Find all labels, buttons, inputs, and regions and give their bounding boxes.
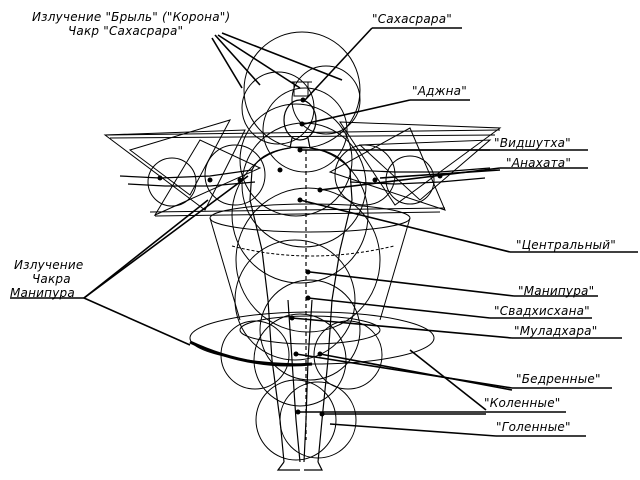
label-anahata: "Анахата" bbox=[506, 156, 572, 170]
label-sahasrara: "Сахасрара" bbox=[372, 12, 452, 26]
label-femoral: "Бедренные" bbox=[516, 372, 601, 386]
sphere-svadhisthana bbox=[234, 239, 356, 361]
label-crown-radiation-2: Чакр "Сахасрара" bbox=[68, 24, 184, 38]
sphere-sahasrara bbox=[243, 31, 361, 149]
sphere-head-right bbox=[291, 65, 361, 135]
label-crown-radiation-1: Излучение "Брыль" ("Корона") bbox=[32, 10, 231, 24]
label-vishuddha: "Видшутха" bbox=[494, 136, 571, 150]
sphere-manipura bbox=[235, 187, 381, 333]
sphere-left-hand bbox=[147, 157, 197, 207]
point-left-shoulder bbox=[207, 177, 213, 183]
sphere-anahata bbox=[241, 122, 367, 248]
label-manipura-radiation-1: Излучение bbox=[14, 258, 84, 272]
point-right-elbow bbox=[372, 177, 378, 183]
chakra-spheres bbox=[147, 31, 435, 461]
point-anahata-left bbox=[277, 167, 283, 173]
label-knee: "Коленные" bbox=[484, 396, 561, 410]
sphere-left-knee bbox=[220, 320, 290, 390]
label-manipura-radiation-3: Манипура bbox=[10, 286, 75, 300]
leader-lines bbox=[10, 27, 638, 437]
label-central: "Центральный" bbox=[516, 238, 617, 252]
sphere-right-hand bbox=[385, 155, 435, 205]
sphere-left-elbow bbox=[204, 144, 266, 206]
sphere-right-knee bbox=[313, 320, 383, 390]
crown-cylinder bbox=[290, 81, 312, 97]
sphere-head-left bbox=[241, 71, 315, 145]
point-sahasrara bbox=[300, 97, 306, 103]
label-svadhisthana: "Свадхисхана" bbox=[494, 304, 590, 318]
manipura-disk bbox=[189, 311, 435, 367]
sphere-femoral bbox=[253, 313, 347, 407]
label-manipura-radiation-2: Чакра bbox=[32, 272, 71, 286]
sphere-ajna bbox=[262, 87, 348, 173]
sphere-shin bbox=[279, 381, 357, 459]
label-ajna: "Аджна" bbox=[412, 84, 467, 98]
point-ajna bbox=[299, 121, 305, 127]
central-funnel bbox=[209, 203, 411, 321]
sphere-knee bbox=[255, 379, 337, 461]
point-left-hand bbox=[157, 175, 163, 181]
human-figure bbox=[119, 99, 491, 471]
label-muladhara: "Муладхара" bbox=[514, 324, 598, 338]
label-manipura: "Манипура" bbox=[518, 284, 595, 298]
sphere-muladhara bbox=[259, 279, 361, 381]
point-manipura bbox=[305, 269, 311, 275]
sphere-vishuddha bbox=[239, 103, 353, 217]
label-shin: "Голенные" bbox=[496, 420, 571, 434]
